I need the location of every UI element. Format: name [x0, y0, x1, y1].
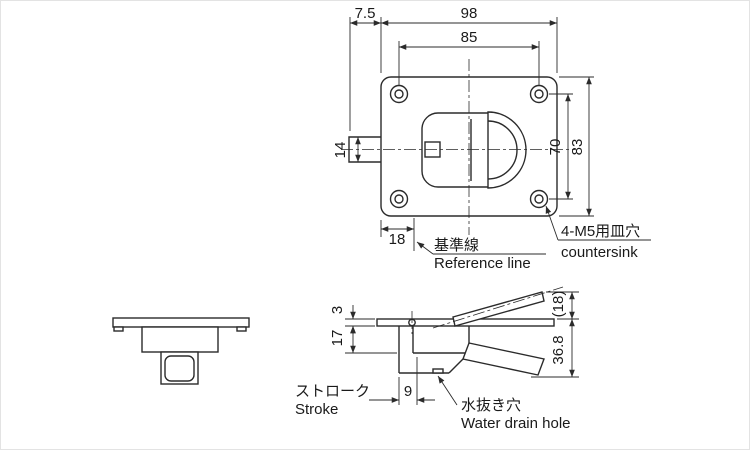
hole-outer-circle: [389, 189, 409, 209]
section-view: 3 17 (18) 36.8 9 ストローク Stroke 水抜き穴 Water…: [295, 286, 579, 432]
leader-line: [437, 375, 458, 406]
hole-outer-circle: [529, 189, 549, 209]
countersink-hole-bottom-right: [529, 189, 549, 209]
hole-outer-circle: [389, 84, 409, 104]
countersink-label-en: countersink: [561, 244, 638, 261]
countersink-hole-bottom-left: [389, 189, 409, 209]
hole-outer-circle: [529, 84, 549, 104]
side-view: [112, 317, 250, 385]
dim-body-depth: 17: [329, 330, 346, 347]
drain-label-ja: 水抜き穴: [461, 397, 521, 414]
side-body: [141, 326, 219, 353]
stroke-label-ja: ストローク: [295, 383, 370, 400]
stroke-label-en: Stroke: [295, 401, 338, 418]
countersink-hole-top-right: [529, 84, 549, 104]
section-latch-arm: [462, 342, 545, 376]
reference-label-ja: 基準線: [434, 237, 479, 254]
section-bottom-step: [448, 358, 464, 374]
dim-overall-width: 98: [461, 5, 478, 22]
reference-label-en: Reference line: [434, 255, 531, 272]
latch-open-center-line: [432, 286, 564, 329]
leader-line: [545, 205, 559, 241]
countersink-hole-top-left: [389, 84, 409, 104]
side-square-boss-inner: [164, 355, 195, 382]
hole-inner-circle: [534, 194, 544, 204]
dim-open-height: (18): [550, 291, 567, 318]
hole-inner-circle: [394, 194, 404, 204]
dim-hole-pitch-height: 70: [547, 139, 564, 156]
dim-left-offset: 7.5: [355, 5, 376, 22]
dim-overall-depth: 36.8: [550, 335, 567, 364]
hole-inner-circle: [394, 89, 404, 99]
leader-line: [416, 241, 434, 255]
side-flange-tab-right: [236, 326, 247, 332]
dim-flange-thickness: 3: [329, 306, 346, 314]
side-flange: [112, 317, 250, 328]
top-view: 98 7.5 85 14 70 83 18 基準線 Reference line: [332, 5, 651, 272]
drain-hole: [432, 368, 444, 374]
countersink-label-ja: 4-M5用皿穴: [561, 223, 640, 240]
dim-slider-width: 14: [332, 142, 349, 159]
dim-hole-pitch-width: 85: [461, 29, 478, 46]
drain-label-en: Water drain hole: [461, 415, 571, 432]
dim-stroke: 9: [404, 383, 412, 400]
dim-reference-offset: 18: [389, 231, 406, 248]
latch-handle-inner-arc: [487, 120, 518, 180]
hole-inner-circle: [534, 89, 544, 99]
latch-handle: [487, 111, 527, 189]
side-flange-tab-left: [113, 326, 124, 332]
dim-overall-height: 83: [569, 139, 586, 156]
